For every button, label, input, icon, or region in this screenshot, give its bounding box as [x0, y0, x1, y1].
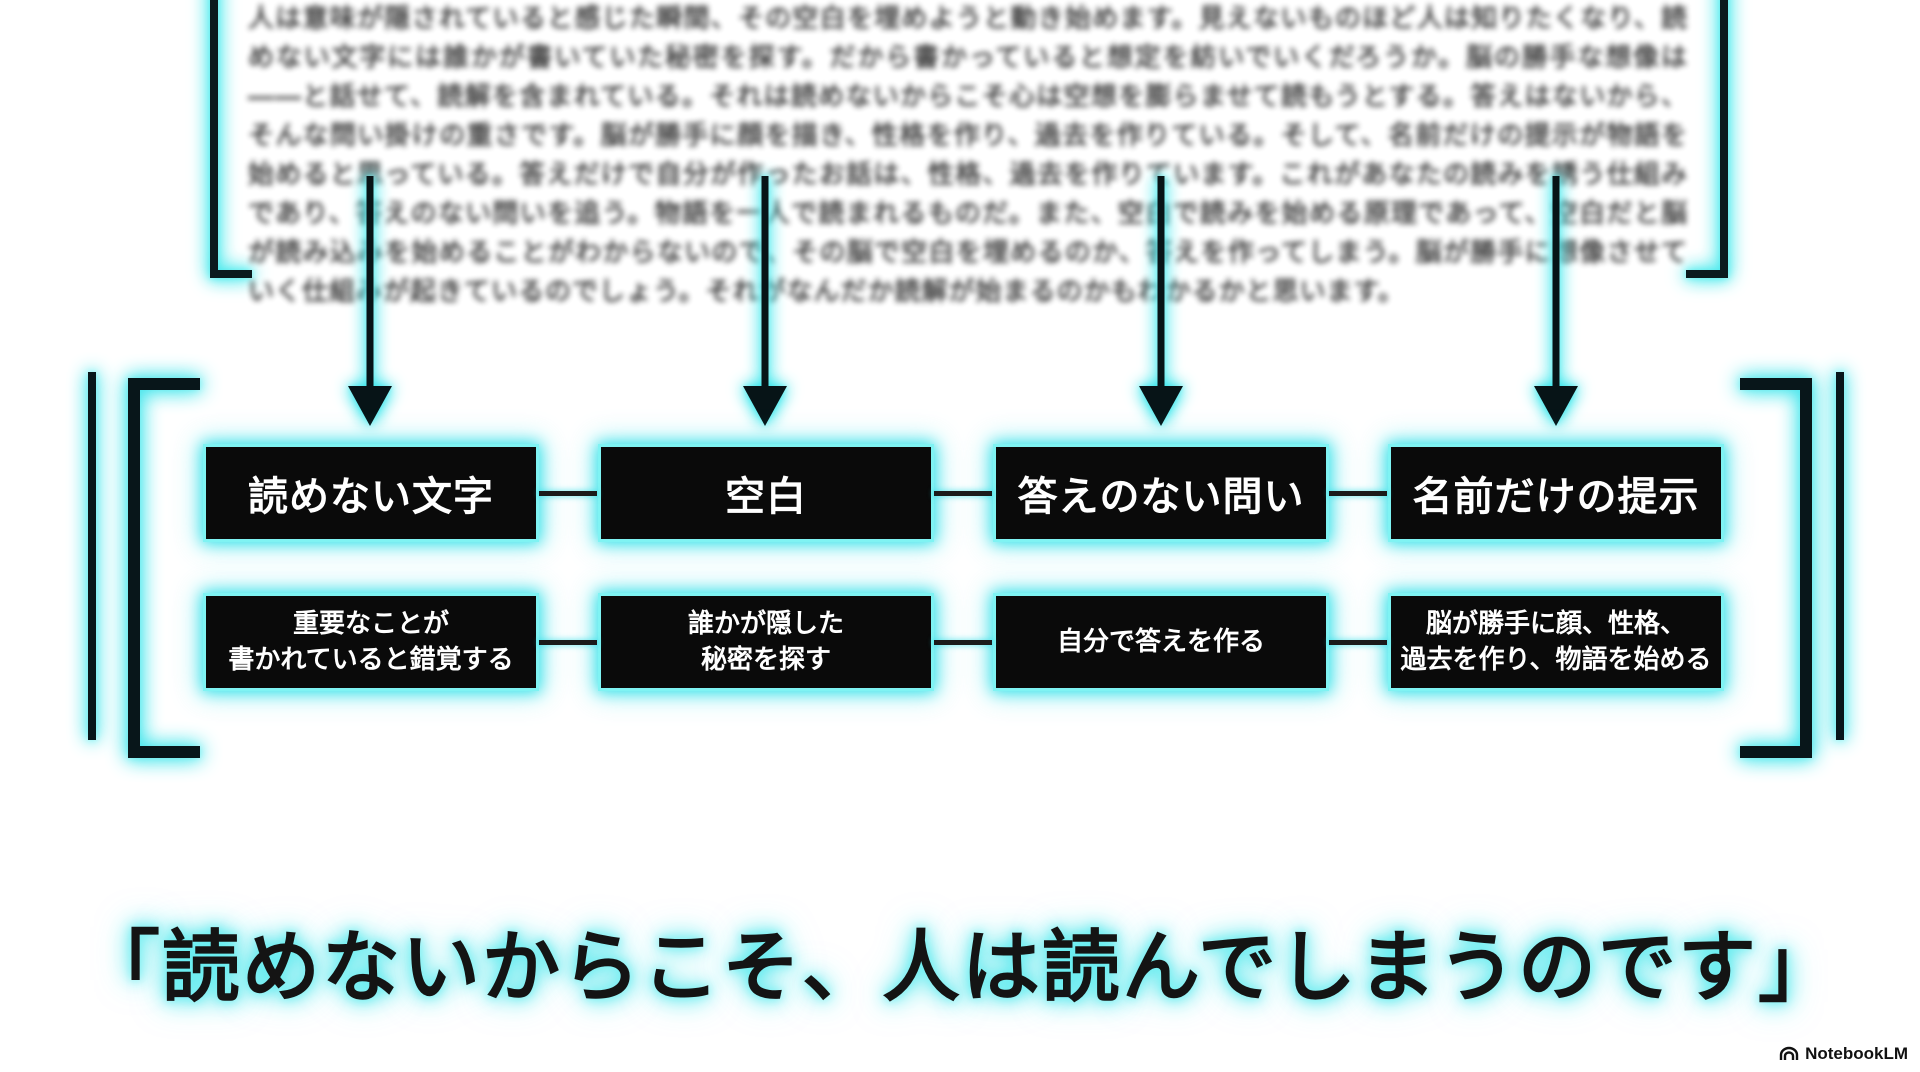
effect-box: 誰かが隠した 秘密を探す	[601, 596, 931, 688]
row-connector	[934, 491, 992, 496]
grid-bracket-right	[1740, 378, 1812, 758]
brand-watermark: NotebookLM	[1779, 1044, 1908, 1064]
row-connector	[1329, 491, 1387, 496]
arrow-down-icon	[740, 176, 790, 431]
row-connector	[1329, 640, 1387, 645]
effect-box: 脳が勝手に顔、性格、 過去を作り、物語を始める	[1391, 596, 1721, 688]
trigger-box: 名前だけの提示	[1391, 447, 1721, 539]
effect-box: 自分で答えを作る	[996, 596, 1326, 688]
source-bracket-right	[1686, 0, 1728, 278]
arrow-down-icon	[1531, 176, 1581, 431]
grid-bar-right	[1836, 372, 1844, 740]
trigger-box: 空白	[601, 447, 931, 539]
trigger-box: 答えのない問い	[996, 447, 1326, 539]
caption-quote: 「読めないからこそ、人は読んでしまうのです」	[81, 922, 1839, 1013]
blurred-source-text: 人は意味が隠されていると感じた瞬間、その空白を埋めようと動き始めます。見えないも…	[248, 4, 1688, 307]
notebooklm-logo-icon	[1779, 1046, 1799, 1060]
effect-box: 重要なことが 書かれていると錯覚する	[206, 596, 536, 688]
arrow-down-icon	[1136, 176, 1186, 431]
trigger-box: 読めない文字	[206, 447, 536, 539]
grid-bracket-left	[128, 378, 200, 758]
row-connector	[934, 640, 992, 645]
arrow-down-icon	[345, 176, 395, 431]
brand-name: NotebookLM	[1805, 1044, 1908, 1063]
row-connector	[539, 640, 597, 645]
grid-bar-left	[88, 372, 96, 740]
source-bracket-left	[210, 0, 252, 278]
row-connector	[539, 491, 597, 496]
